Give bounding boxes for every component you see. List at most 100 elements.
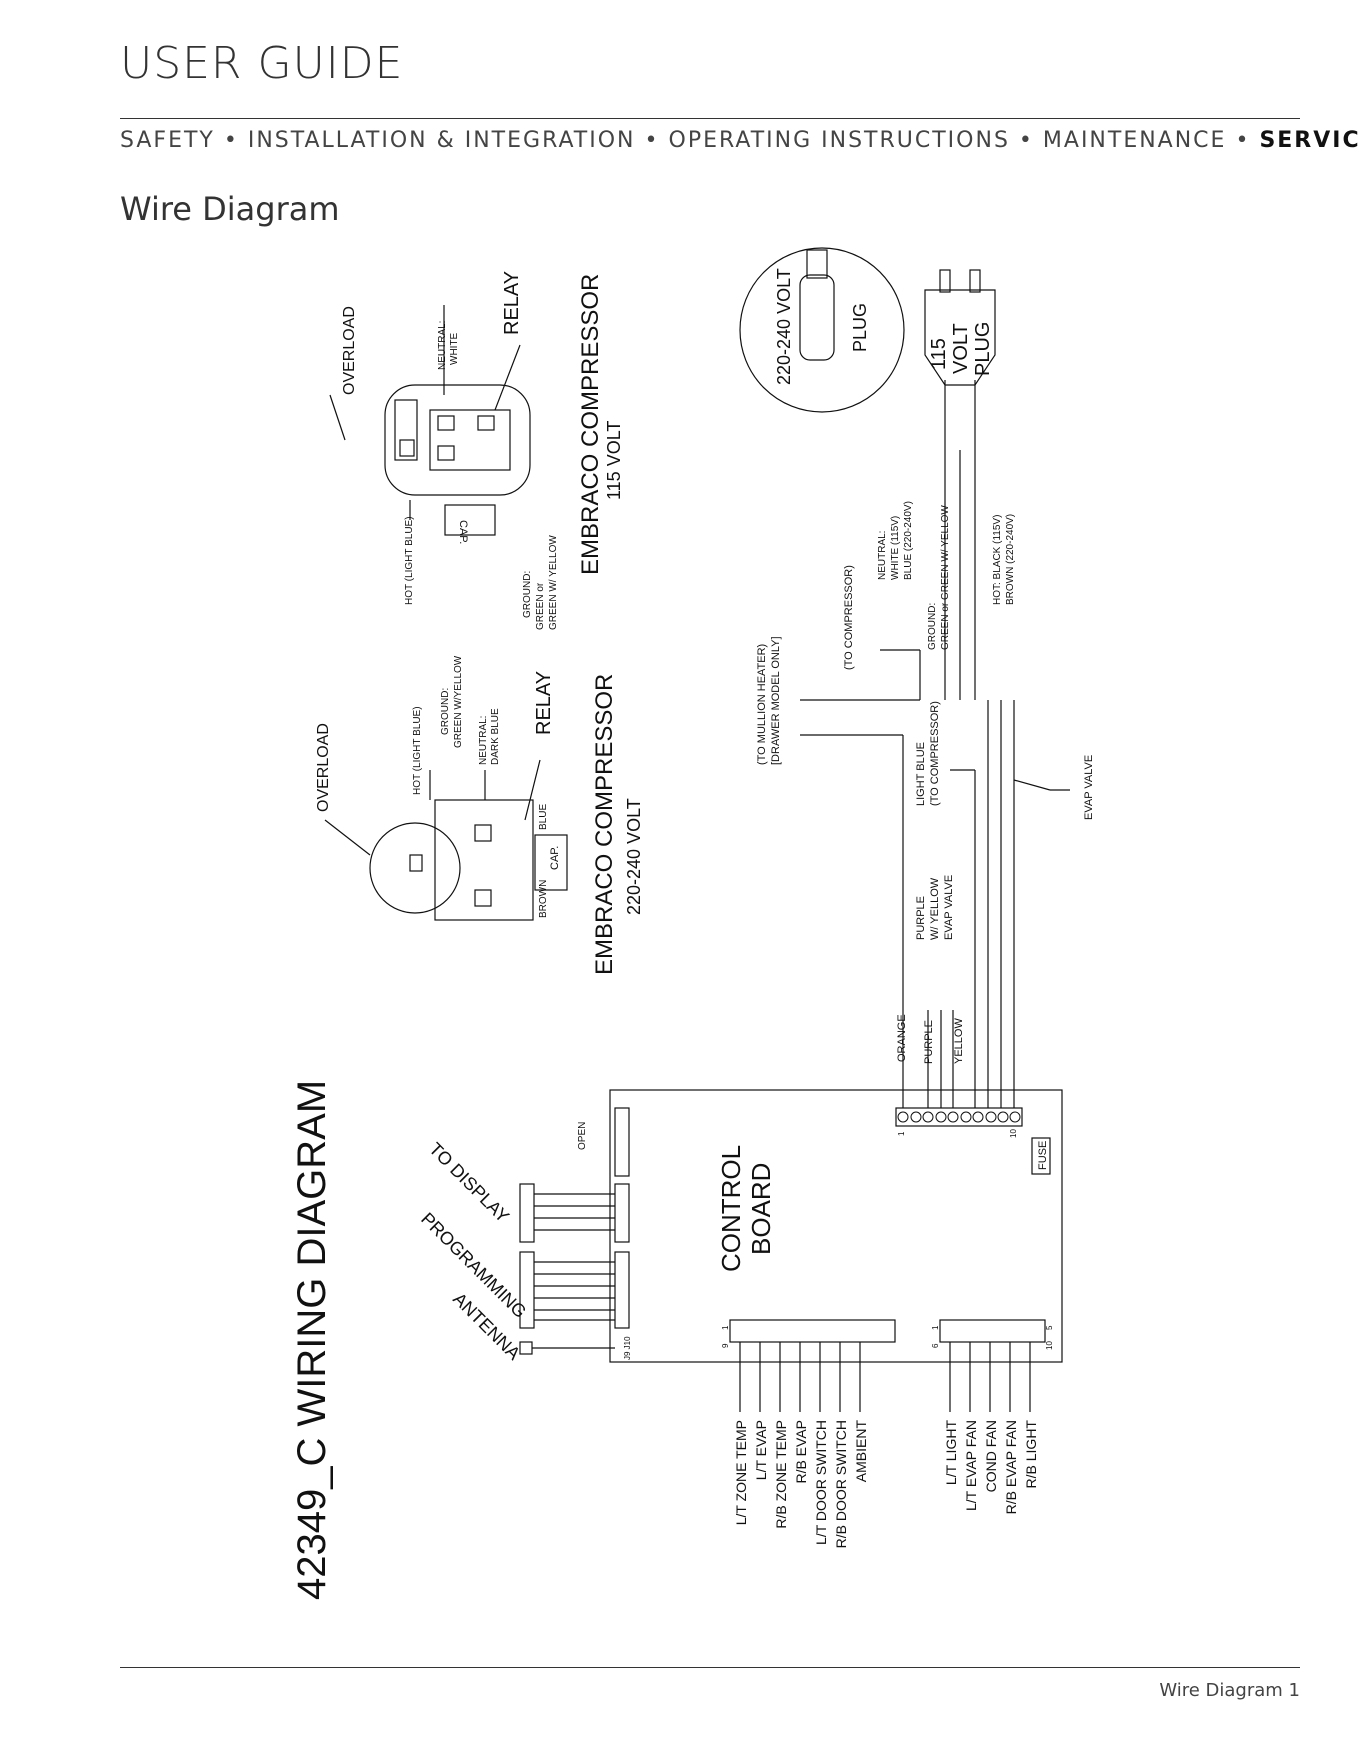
compressor-220v-ground: GROUND: [440,688,451,735]
compressor-115v-title: EMBRACO COMPRESSOR [577,274,604,575]
wire-label-purple-yellow: W/ YELLOW [929,877,941,940]
diagram-title: 42349_C WIRING DIAGRAM [290,1080,334,1600]
header-rule [120,118,1300,119]
sensor-label: R/B DOOR SWITCH [833,1420,849,1548]
nav-item-safety[interactable]: SAFETY [120,128,215,153]
sensor-label: AMBIENT [853,1420,869,1483]
open-connector [614,1107,630,1177]
load-label: L/T LIGHT [943,1420,959,1486]
right-connector-number: 5 [1045,1325,1054,1330]
compressor-115v-outline [384,384,531,496]
compressor-115v-cap: CAP. [457,520,469,544]
compressor-115v-voltage: 115 VOLT [604,421,624,500]
compressor-115v-neutral: WHITE [449,332,460,365]
wire-label-neutral: NEUTRAL: [877,531,888,580]
compressor-220v-neutral: DARK BLUE [490,708,501,765]
plug-220v-circle [739,247,905,413]
compressor-115v-ground: GREEN W/ YELLOW [548,535,559,630]
control-board-outline [609,1089,1063,1363]
plug-prong [939,269,951,293]
wire-label-orange: ORANGE [896,1014,908,1062]
sensor-connector-block [729,1319,896,1343]
right-connector-number: 1 [931,1325,940,1330]
wire-label-hot: HOT: BLACK (115V) [992,515,1003,605]
programming-connector [614,1251,630,1329]
nav-item-operating[interactable]: OPERATING INSTRUCTIONS [668,128,1010,153]
load-label: COND FAN [983,1420,999,1492]
nav-separator: • [1235,128,1251,153]
compressor-220v-overload: OVERLOAD [315,723,332,812]
compressor-115v-relay: RELAY [501,271,523,335]
plug-115v-body [924,289,996,386]
plug-220v-tip [806,249,828,279]
wire-label-ground: GREEN or GREEN W/ YELLOW [940,505,951,650]
plug-115v-label: PLUG [972,322,994,376]
wire-label-light-blue: LIGHT BLUE [915,742,927,806]
wire-label-evap-valve: EVAP VALVE [1083,755,1095,820]
wire-label-light-blue: (TO COMPRESSOR) [929,701,941,806]
wire-label-neutral: BLUE (220-240V) [903,501,914,580]
wire-label-to-compressor: (TO COMPRESSOR) [843,565,855,670]
to-display-label: TO DISPLAY [425,1139,513,1227]
wire-label-neutral: WHITE (115V) [890,516,901,580]
footer-page-label: Wire Diagram 1 [1159,1680,1300,1701]
sensor-label: L/T ZONE TEMP [733,1420,749,1525]
plug-220v-label: 220-240 VOLT [774,268,794,385]
compressor-220v-voltage: 220-240 VOLT [624,798,644,915]
display-plug [519,1183,535,1243]
compressor-220v-hot: HOT (LIGHT BLUE) [412,706,423,795]
compressor-115v-ground: GREEN or [535,582,546,630]
control-board-label: BOARD [746,1163,776,1255]
left-connector-number: 1 [721,1325,730,1330]
right-connector-number: 6 [931,1343,940,1348]
left-connector-number: 9 [721,1343,730,1348]
sensor-label: L/T DOOR SWITCH [813,1420,829,1545]
nav-item-installation[interactable]: INSTALLATION & INTEGRATION [247,128,636,153]
compressor-115v-neutral: NEUTRAL: [437,321,448,370]
nav-item-service-active[interactable]: SERVICE [1259,128,1361,153]
wire-label-purple-yellow: EVAP VALVE [943,875,955,940]
compressor-220v-ground: GREEN W/YELLOW [453,655,464,748]
wire-label-mullion: [DRAWER MODEL ONLY] [770,636,782,765]
compressor-220v-cap: CAP. [549,846,561,870]
compressor-220v-relay [434,799,534,921]
control-board-label: CONTROL [716,1145,746,1272]
compressor-220v-brown: BROWN [538,880,549,918]
sensor-label: L/T EVAP [753,1420,769,1480]
wire-label-mullion: (TO MULLION HEATER) [756,644,768,765]
top-terminal-strip [895,1107,1023,1127]
compressor-115v-overload: OVERLOAD [341,306,358,395]
nav-separator: • [223,128,239,153]
wire-label-purple: PURPLE [923,1020,935,1064]
display-connector [614,1183,630,1243]
load-label: L/T EVAP FAN [963,1420,979,1511]
section-nav: SAFETY • INSTALLATION & INTEGRATION • OP… [120,128,1361,153]
load-label: R/B LIGHT [1023,1420,1039,1489]
compressor-220v-outline [369,822,461,914]
j-labels: J9 J10 [623,1336,632,1360]
sensor-label: R/B ZONE TEMP [773,1420,789,1529]
wire-label-purple-yellow: PURPLE [915,896,927,940]
compressor-115v-ground: GROUND: [522,571,533,618]
plug-115v-label: 115 [928,338,950,370]
nav-item-maintenance[interactable]: MAINTENANCE [1042,128,1227,153]
plug-220v-body [799,274,835,361]
footer-rule [120,1667,1300,1668]
plug-220v-label: PLUG [850,303,870,352]
wire-label-hot: BROWN (220-240V) [1005,514,1016,605]
top-connector-number: 1 [897,1131,906,1136]
wire-label-yellow: YELLOW [953,1018,965,1064]
compressor-220v-neutral: NEUTRAL: [478,716,489,765]
fuse-label: FUSE [1037,1141,1049,1170]
compressor-115v-hot: HOT (LIGHT BLUE) [404,516,415,605]
page-header-title: USER GUIDE [120,38,404,89]
sensor-label: R/B EVAP [793,1420,809,1484]
nav-separator: • [644,128,660,153]
fuse-box [1031,1137,1051,1175]
section-title: Wire Diagram [120,190,340,228]
open-label: OPEN [577,1122,588,1150]
nav-separator: • [1018,128,1034,153]
top-connector-number: 10 [1009,1129,1018,1138]
wire-label-ground: GROUND: [927,603,938,650]
